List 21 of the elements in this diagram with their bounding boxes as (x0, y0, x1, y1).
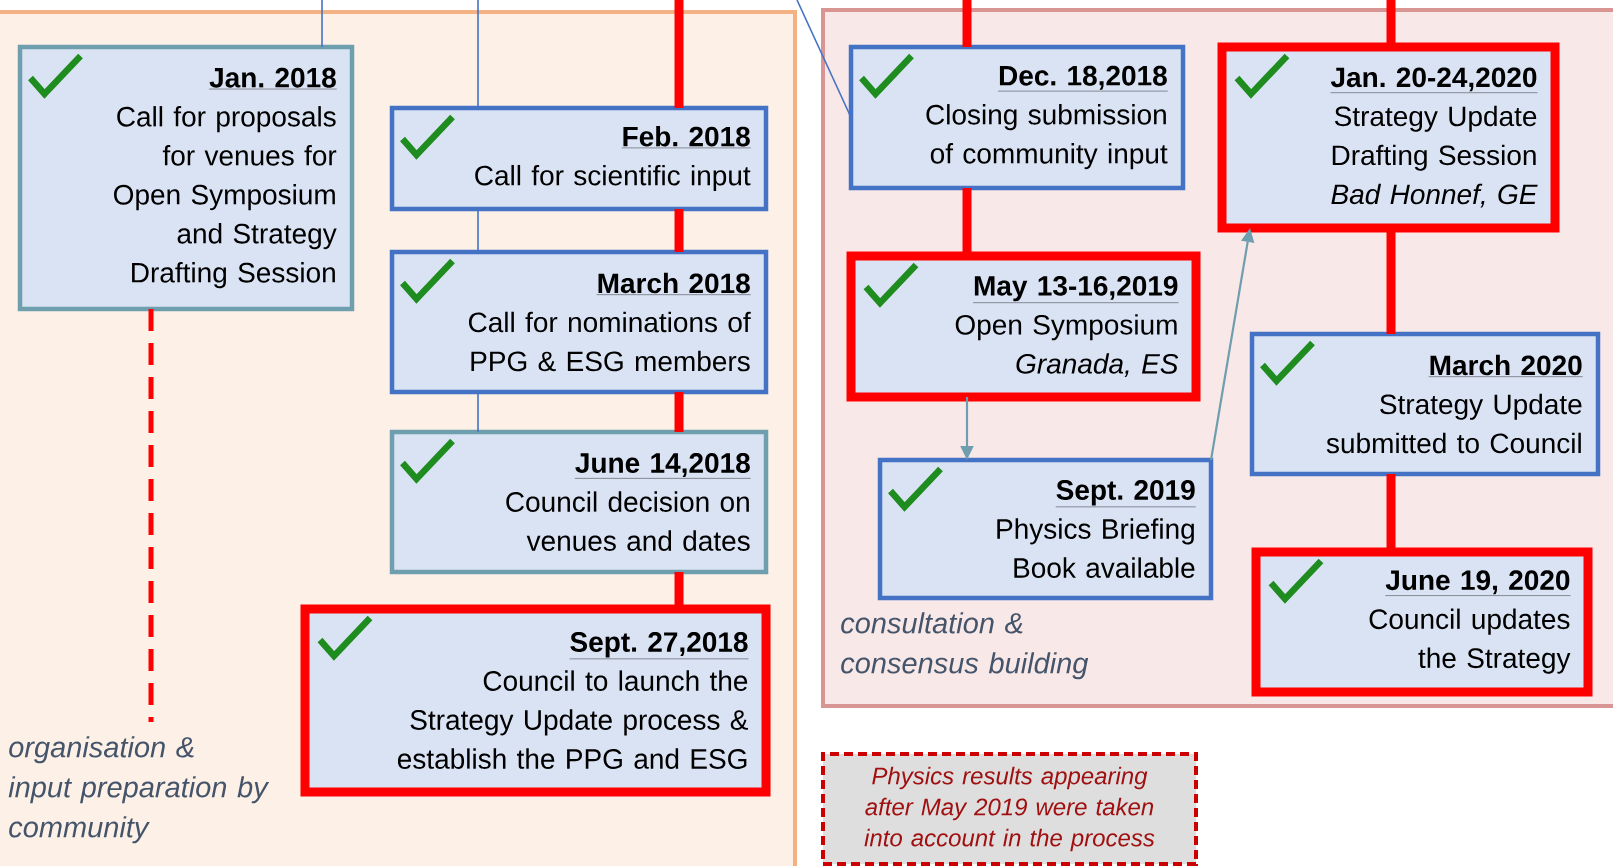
timeline-line (477, 391, 479, 433)
milestone-box: Dec. 18,2018 Closing submission of community input (848, 44, 1186, 191)
milestone-box: June 19, 2020 Council updates the Strategy (1251, 547, 1593, 697)
milestone-box: Jan. 20-24,2020 Strategy Update Drafting Session Bad Honnef, GE (1217, 42, 1560, 233)
milestone-box: Sept. 27,2018 Council to launch the Strategy Update process & establish the PPG and ESG (300, 604, 771, 797)
timeline-line (321, 0, 323, 48)
milestone-box: Jan. 2018 Call for proposals for venues for Open Symposium and Strategy Drafting Session (17, 44, 355, 312)
timeline-line (477, 0, 479, 109)
timeline-line (477, 208, 479, 253)
milestone-box: March 2018 Call for nominations of PPG & ESG members (389, 249, 769, 395)
milestone-box: March 2020 Strategy Update submitted to Council (1249, 331, 1601, 477)
note-box: Physics results appearing after May 2019 were taken into account in the process (821, 752, 1198, 866)
milestone-box: Feb. 2018 Call for scientific input (389, 105, 769, 212)
timeline-line (674, 209, 684, 252)
timeline-line (148, 309, 154, 722)
timeline-line (674, 0, 684, 108)
milestone-box: Sept. 2019 Physics Briefing Book available (877, 457, 1214, 601)
milestone-box: May 13-16,2019 Open Symposium Granada, ES (846, 251, 1201, 402)
milestone-box: June 14,2018 Council decision on venues and dates (389, 429, 769, 575)
timeline-line (674, 392, 684, 432)
timeline-line (962, 0, 972, 47)
